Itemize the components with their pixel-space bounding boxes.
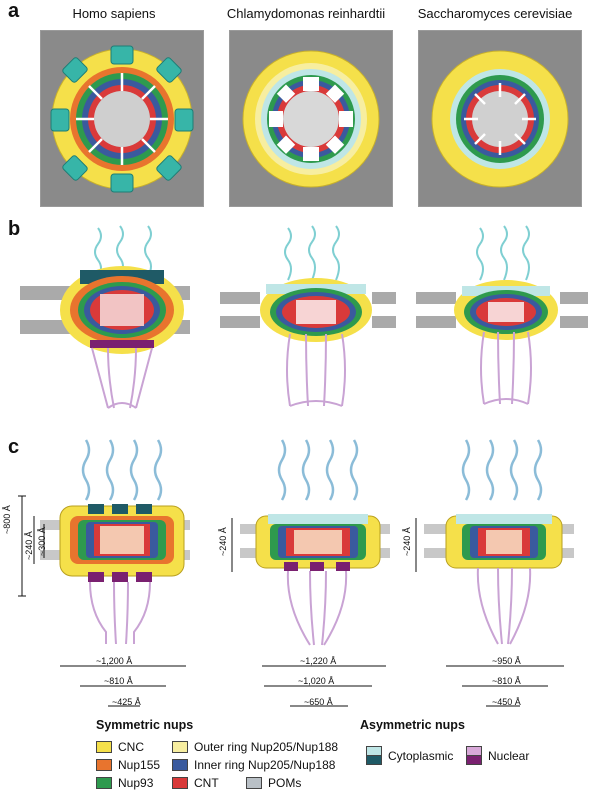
chlamydomonas-inner-label: ~240 Å (218, 527, 228, 556)
species-title-human: Homo sapiens (72, 6, 156, 21)
cytoplasmic-label: Cytoplasmic (388, 748, 454, 763)
cnt-label: CNT (194, 776, 219, 790)
cutaway-3d-views (20, 225, 588, 409)
panel-label-a: a (8, 0, 20, 22)
inner-ring-label: Inner ring Nup205/Nup188 (194, 758, 336, 772)
human-inner-label: ~240 Å (24, 531, 34, 560)
poms-label: POMs (268, 776, 302, 790)
human-width2-label: ~810 Å (104, 676, 133, 686)
species-title-chlamydomonas: Chlamydomonas reinhardtii (226, 6, 386, 21)
human-height-label: ~800 Å (2, 505, 12, 534)
yeast-cutaway (416, 225, 588, 405)
panel-label-b: b (8, 218, 21, 240)
nup155-label: Nup155 (118, 758, 161, 772)
legend-item-outer-ring: Outer ring Nup205/Nup188 (172, 740, 338, 754)
cnt-swatch (172, 777, 188, 789)
panel-label-c: c (8, 436, 20, 458)
legend-item-cnc: CNC (96, 740, 144, 754)
legend-item-poms: POMs (246, 776, 301, 790)
chlamydomonas-top-view (229, 30, 393, 207)
legend-symmetric-title: Symmetric nups (96, 718, 194, 732)
human-width3-label: ~425 Å (112, 697, 141, 707)
human-top-view (40, 30, 204, 207)
legend-item-nup155: Nup155 (96, 758, 160, 772)
chlamydomonas-cutaway (220, 225, 396, 407)
yeast-schematic (415, 439, 574, 707)
nup155-swatch (96, 759, 112, 771)
legend-item-cnt: CNT (172, 776, 219, 790)
chlamydomonas-width2-label: ~1,020 Å (298, 676, 335, 686)
human-schematic (18, 439, 190, 707)
legend-item-cytoplasmic: Cytoplasmic (366, 746, 453, 765)
nuclear-swatch (466, 746, 482, 765)
yeast-inner-label: ~240 Å (402, 527, 412, 556)
chlamydomonas-width1-label: ~1,220 Å (300, 656, 337, 666)
outer-ring-label: Outer ring Nup205/Nup188 (194, 740, 339, 754)
human-cutaway (20, 225, 190, 409)
cnc-label: CNC (118, 740, 144, 754)
yeast-top-view (418, 30, 582, 207)
cross-section-schematics (18, 439, 574, 707)
nup93-swatch (96, 777, 112, 789)
species-title-yeast: Saccharomyces cerevisiae (417, 6, 573, 21)
chlamydomonas-schematic (231, 439, 390, 707)
cytoplasmic-swatch (366, 746, 382, 765)
yeast-width3-label: ~450 Å (492, 697, 521, 707)
outer-ring-swatch (172, 741, 188, 753)
legend-asymmetric-title: Asymmetric nups (360, 718, 465, 732)
human-width1-label: ~1,200 Å (96, 656, 133, 666)
yeast-width2-label: ~810 Å (492, 676, 521, 686)
nuclear-label: Nuclear (488, 748, 530, 763)
cnc-swatch (96, 741, 112, 753)
legend-item-nup93: Nup93 (96, 776, 153, 790)
poms-swatch (246, 777, 262, 789)
legend-item-nuclear: Nuclear (466, 746, 529, 765)
human-ring-label: ~300 Å (37, 527, 47, 556)
legend-item-inner-ring: Inner ring Nup205/Nup188 (172, 758, 335, 772)
yeast-width1-label: ~950 Å (492, 656, 521, 666)
nup93-label: Nup93 (118, 776, 154, 790)
inner-ring-swatch (172, 759, 188, 771)
chlamydomonas-width3-label: ~650 Å (304, 697, 333, 707)
